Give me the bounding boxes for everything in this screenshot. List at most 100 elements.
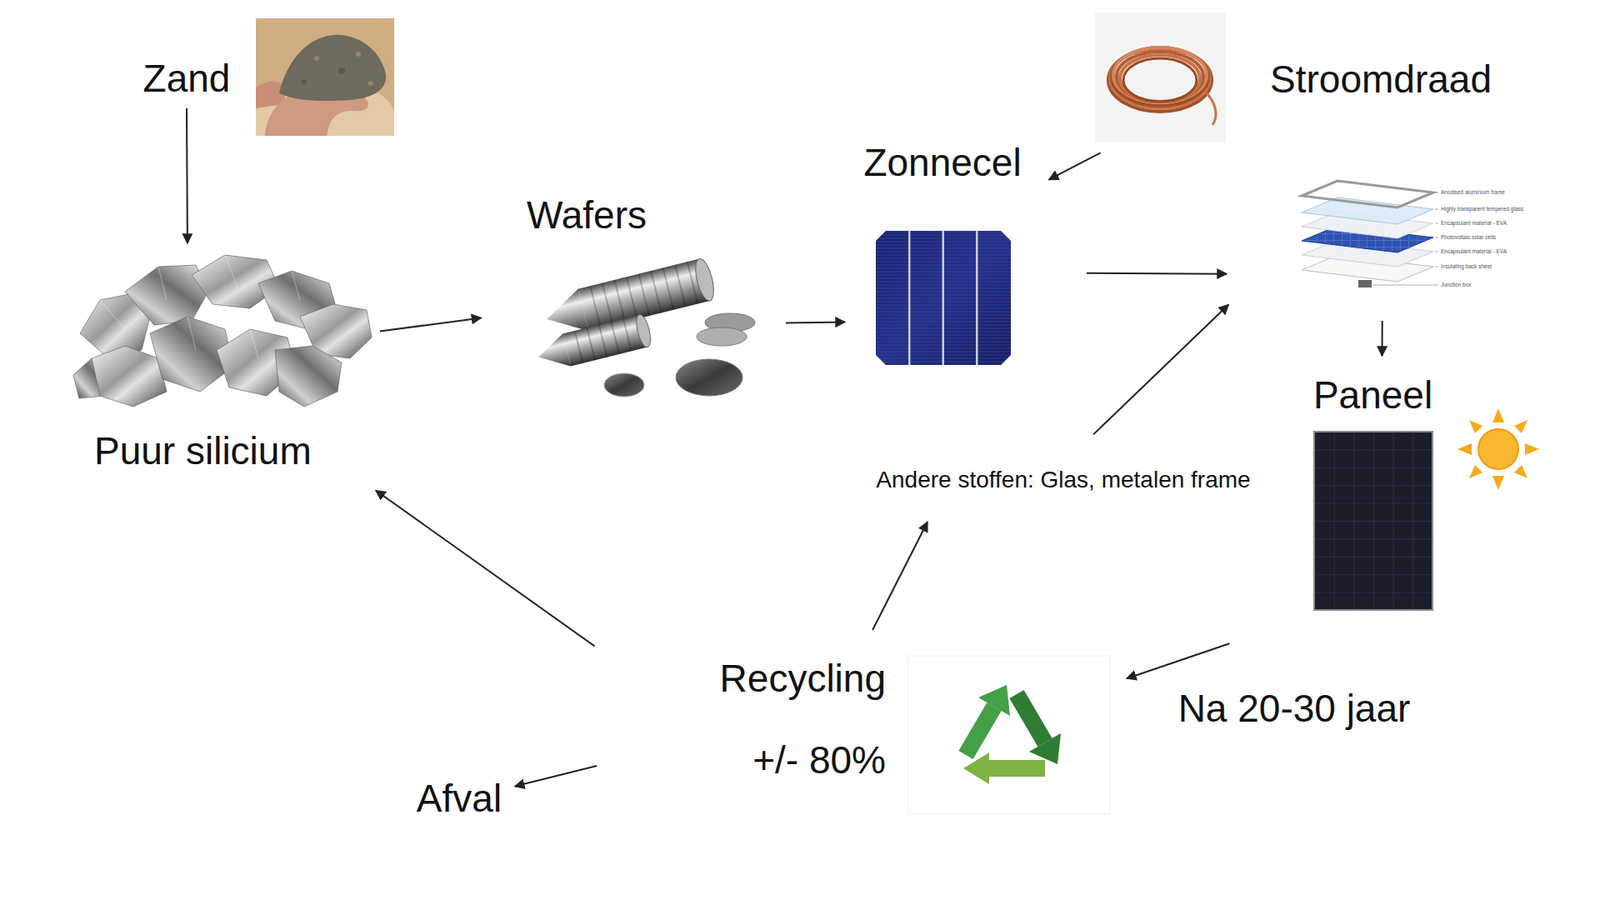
recycle-symbol <box>1016 694 1045 743</box>
sun-icon <box>1492 475 1505 490</box>
node-text: Recycling <box>720 656 886 700</box>
wafer-ingots <box>675 359 743 396</box>
product-label: Paneel <box>1308 370 1438 617</box>
layer-label: Encapsulant material - EVA <box>1440 220 1507 227</box>
sun-icon <box>1525 443 1540 455</box>
panel-layers-drawing <box>1301 180 1439 288</box>
node-text: Puur silicium <box>94 429 312 473</box>
node-text: Zonnecel <box>863 140 1021 185</box>
sun-icon <box>1492 408 1505 423</box>
product-label: Wafers <box>520 190 759 405</box>
layer-label: Photovoltaic solar cells <box>1440 234 1496 241</box>
flow-arrow <box>1086 272 1227 275</box>
sand-photo <box>338 67 345 75</box>
sand-photo <box>255 18 395 136</box>
wafer-ingots <box>634 313 654 349</box>
node-text: Wafers <box>526 193 647 237</box>
node-text: +/- 80% <box>752 738 886 782</box>
recycle-symbol <box>963 752 990 785</box>
wafer-ingots <box>534 256 755 397</box>
copper-wire <box>1113 47 1207 103</box>
edge-label-box: Na 20-30 jaar <box>1175 686 1415 730</box>
copper-wire <box>1111 47 1209 106</box>
copper-wire <box>1110 48 1210 109</box>
sand-photo <box>255 18 395 136</box>
silicon-chunks <box>100 255 300 359</box>
copper-wire <box>1120 55 1200 102</box>
flow-arrow <box>1093 305 1229 435</box>
recycle-symbol <box>1029 733 1061 765</box>
sun-icon <box>1469 465 1483 479</box>
recycle-symbol <box>978 685 1010 716</box>
sand-photo <box>314 55 320 61</box>
panel-layers-drawing <box>1358 280 1372 288</box>
sun-icon <box>1457 408 1540 490</box>
solar-cell <box>875 230 1011 365</box>
solar-panel <box>1314 431 1433 610</box>
flow-arrow <box>375 490 595 646</box>
recycle-symbol <box>908 655 1110 815</box>
layer-label: Anodised aluminium frame <box>1440 189 1505 196</box>
wafer-ingots <box>575 318 632 363</box>
silicon-chunks <box>91 345 167 407</box>
node-text: Afval <box>416 776 502 820</box>
sun-icon <box>1457 443 1472 455</box>
wafer-ingots <box>604 373 645 397</box>
node-text: Paneel <box>1313 373 1433 417</box>
copper-wire <box>1123 58 1197 102</box>
node-text: Andere stoffen: Glas, metalen frame <box>875 466 1250 494</box>
sun-icon <box>1478 429 1519 470</box>
solar-cell <box>875 230 1011 365</box>
panel-layers: Anodised aluminium frameHighly transpare… <box>1233 166 1538 305</box>
sand-photo <box>279 35 386 101</box>
recycle-symbol <box>965 706 995 755</box>
solar-cell <box>908 230 911 365</box>
recycle-symbol <box>908 655 1110 815</box>
flow-arrow <box>872 521 928 630</box>
flow-arrow <box>785 321 845 323</box>
solar-cell <box>875 230 1011 365</box>
product-label: Zonnecel <box>858 137 1027 371</box>
sun-icon <box>1469 420 1483 434</box>
recycling-label: Recycling +/- 80% <box>600 650 1113 817</box>
node-text: Zand <box>143 56 231 100</box>
flow-arrow <box>515 765 597 787</box>
copper-wire <box>1116 51 1204 102</box>
flow-arrow <box>185 108 189 244</box>
silicon-chunks <box>275 345 342 407</box>
waste-label: Afval <box>411 773 507 824</box>
material-label: Andere stoffen: Glas, metalen frame <box>870 463 1255 497</box>
silicon-chunks <box>73 255 372 407</box>
layer-label: Highly transparent tempered glass <box>1440 205 1524 213</box>
wafer-ingots <box>562 315 648 367</box>
material-label: Stroomdraad <box>1083 10 1500 148</box>
sun-icon <box>1514 420 1528 434</box>
solar-panel <box>1314 431 1433 610</box>
sand-photo <box>301 79 307 85</box>
wafer-ingots <box>696 327 747 346</box>
flow-arrow <box>1126 643 1230 679</box>
flow-arrow <box>1380 320 1383 356</box>
sand-photo <box>355 51 361 57</box>
wafer-ingots <box>534 313 654 374</box>
solar-cell <box>942 230 945 365</box>
flow-arrow <box>1049 152 1101 180</box>
sand-photo <box>368 80 374 86</box>
copper-wire <box>1095 12 1226 143</box>
panel-layers-drawing <box>1301 180 1434 208</box>
recycle-symbol <box>989 760 1045 777</box>
layer-label: Encapsulant material - EVA <box>1440 248 1507 255</box>
copper-wire <box>1095 12 1226 143</box>
material-label: Puur silicium <box>71 250 372 488</box>
material-label: Zand <box>138 53 236 104</box>
copper-wire <box>1206 93 1216 125</box>
copper-wire <box>1108 48 1212 112</box>
layer-label: Insulating back sheet <box>1440 263 1492 270</box>
flow-arrow <box>380 317 482 331</box>
sun-icon <box>1514 465 1528 479</box>
wafer-ingots <box>692 256 718 303</box>
solar-cell <box>975 230 979 365</box>
layer-label: Junction box <box>1440 281 1472 289</box>
node-text: Stroomdraad <box>1270 57 1492 101</box>
